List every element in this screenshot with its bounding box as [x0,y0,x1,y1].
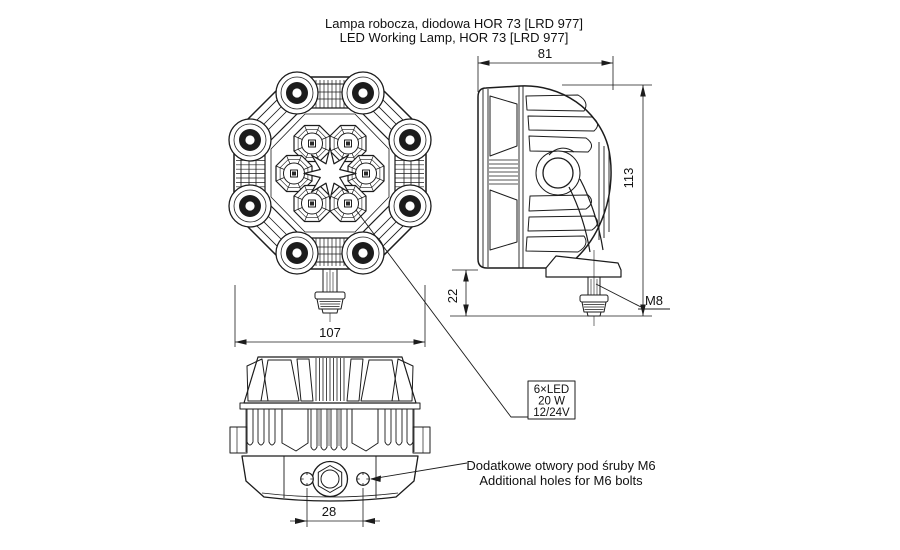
front-width-value: 107 [319,325,341,340]
m6-hole-right [356,472,370,486]
stud-length-value: 22 [445,289,460,303]
spec-led-count: 6×LED [534,384,569,396]
center-star-facet [303,146,357,201]
side-view-drawing [477,85,622,326]
stud-length-dimension: 22 [445,269,478,316]
bottom-heatsink-fins [245,408,415,452]
side-height-value: 113 [621,168,636,189]
m6-note: Dodatkowe otwory pod śruby M6 Additional… [370,458,656,488]
bracket-pivot [535,150,581,196]
front-width-dimension: 107 [234,285,426,347]
side-width-dimension: 81 [477,46,614,92]
m6-note-leader [370,462,468,480]
center-boss [311,460,349,498]
hole-spacing-dimension: 28 [290,488,380,527]
thread-label-value: M8 [645,293,663,308]
bottom-center-fins-hatch [315,358,345,401]
bottom-side-tabs [229,426,431,454]
spec-wattage: 20 W [538,396,565,408]
m6-note-arrow [370,475,381,482]
spec-callout: 6×LED 20 W 12/24V [355,209,576,420]
front-view-drawing [228,71,432,322]
spec-callout-leader [355,209,528,418]
side-heatsink-fins [489,159,518,185]
m6-note-line-2: Additional holes for M6 bolts [479,473,643,488]
m6-hole-left [300,472,314,486]
title-line-2: LED Working Lamp, HOR 73 [LRD 977] [340,30,569,45]
mounting-bracket [545,147,622,278]
page-title: Lampa robocza, diodowa HOR 73 [LRD 977] … [325,16,583,45]
side-mounting-stud [579,250,609,326]
spec-callout-box [527,380,576,420]
front-mounting-stud [314,269,346,322]
spec-voltage: 12/24V [533,407,570,419]
side-height-dimension: 113 [450,84,652,317]
hole-spacing-value: 28 [322,504,336,519]
thread-label: M8 [595,283,670,310]
bottom-view-drawing [229,356,431,502]
title-line-1: Lampa robocza, diodowa HOR 73 [LRD 977] [325,16,583,31]
side-width-value: 81 [538,46,552,61]
m6-note-line-1: Dodatkowe otwory pod śruby M6 [466,458,655,473]
